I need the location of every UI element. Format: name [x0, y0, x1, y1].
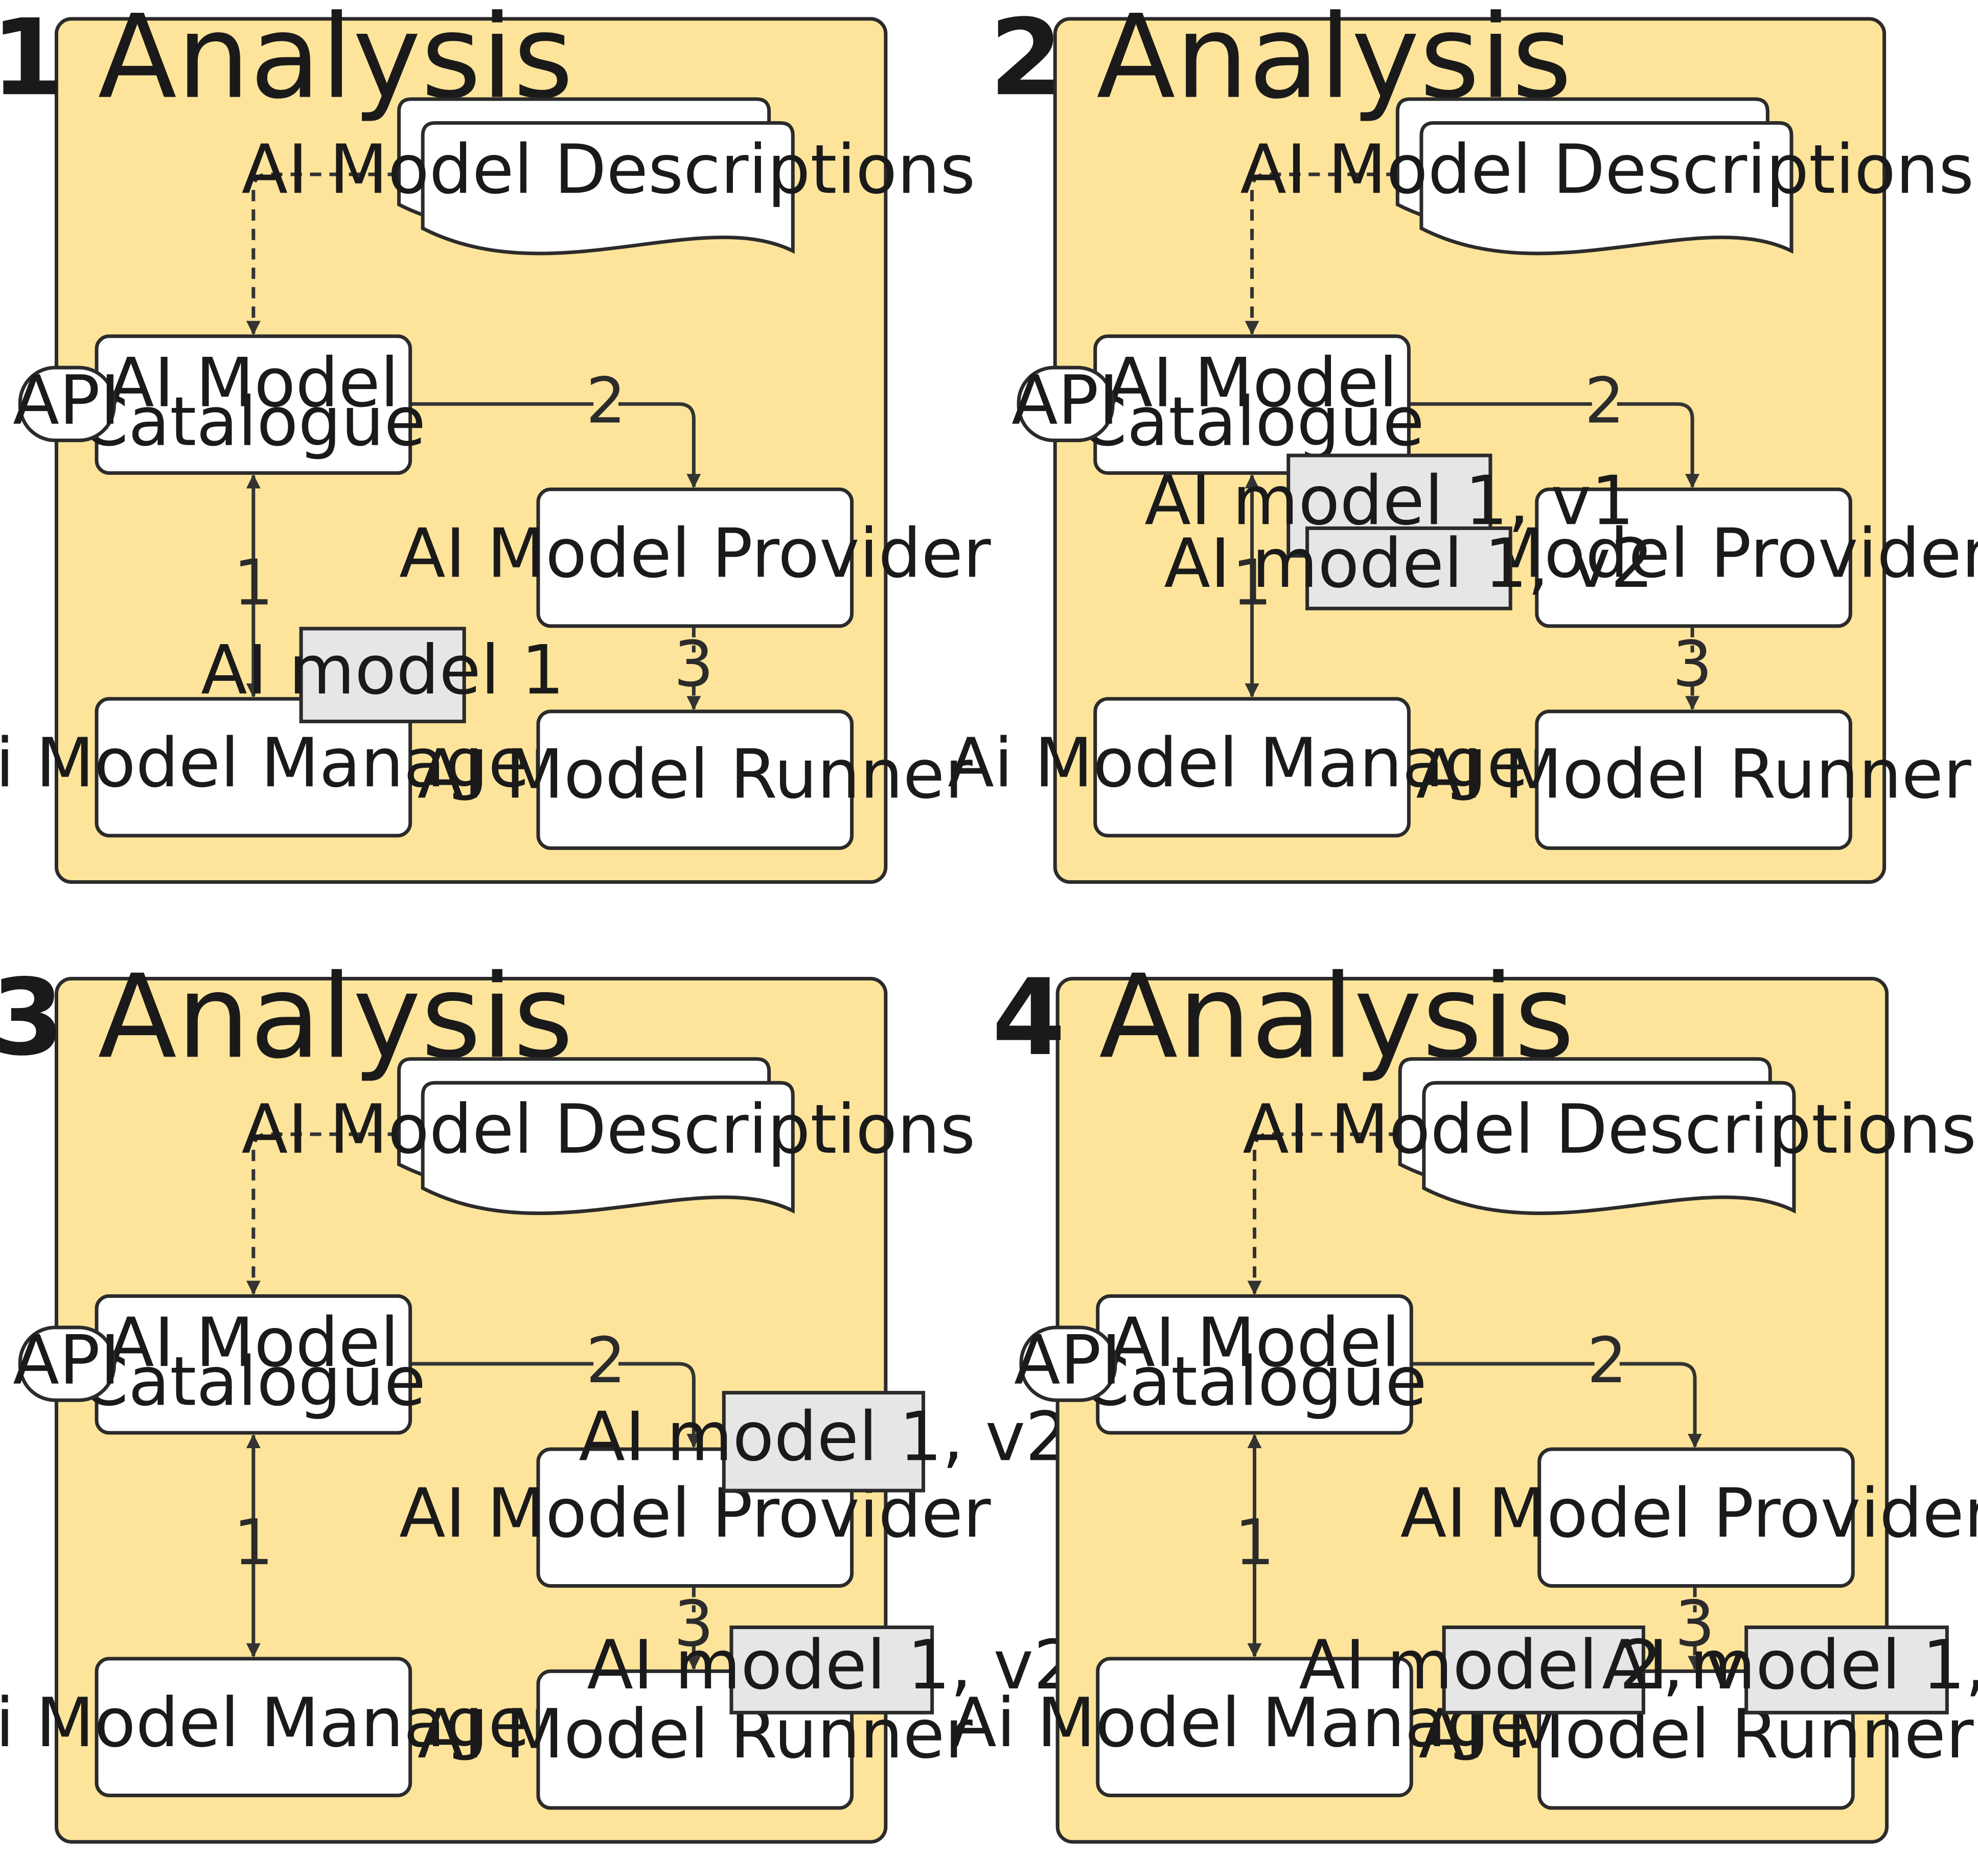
edge-label-1: 1 — [1234, 1506, 1274, 1579]
panel-number: 1 — [0, 0, 64, 119]
manager-node[interactable] — [1098, 1659, 1412, 1796]
runner-label: AI Model Runner — [418, 735, 973, 814]
edge-label-3: 3 — [674, 1588, 714, 1661]
manager-label: Ai Model Manager — [0, 724, 558, 803]
model-tag[interactable] — [724, 1392, 923, 1490]
provider-node[interactable] — [538, 489, 852, 626]
edge-label-2-backing — [593, 1348, 619, 1379]
edge-label-3-backing — [1682, 1612, 1708, 1642]
edge-label-2: 2 — [1587, 1324, 1627, 1397]
manager-label: Ai Model Manager — [0, 1684, 558, 1763]
edge-label-3-backing — [1680, 652, 1705, 683]
manager-node[interactable] — [1095, 699, 1409, 836]
edge-label-3: 3 — [1675, 1588, 1715, 1661]
descriptions-label: AI Model Descriptions — [242, 1090, 976, 1169]
provider-label: AI Model Provider — [1400, 1474, 1978, 1553]
model-tag-label: AI model 1, v2 — [587, 1626, 1076, 1705]
runner-node[interactable] — [538, 712, 852, 849]
panel-number: 2 — [990, 0, 1063, 119]
api-node[interactable] — [20, 368, 114, 440]
api-node[interactable] — [20, 1328, 114, 1400]
catalogue-label-line2: Catalogue — [81, 1342, 426, 1421]
catalogue-label-line1: AI Model — [1109, 1303, 1400, 1382]
edge-descriptions-to-catalogue — [1234, 174, 1398, 337]
api-label: API — [13, 361, 120, 440]
edge-label-2-backing — [593, 388, 619, 419]
provider-node[interactable] — [1537, 489, 1851, 626]
model-tag[interactable] — [1307, 528, 1511, 608]
edge-label-1: 1 — [234, 1506, 273, 1579]
edge-label-1-backing — [241, 570, 266, 601]
edge-label-3-backing — [681, 652, 706, 683]
manager-node[interactable] — [97, 699, 410, 836]
descriptions-label: AI Model Descriptions — [242, 130, 976, 209]
model-tag[interactable] — [1444, 1627, 1643, 1712]
api-node[interactable] — [1019, 368, 1113, 440]
provider-label: AI Model Provider — [399, 514, 991, 593]
edge-label-1-backing — [1241, 1530, 1268, 1561]
edge-label-2: 2 — [1584, 364, 1624, 437]
model-tag[interactable] — [1746, 1627, 1947, 1712]
catalogue-label-line2: Catalogue — [1079, 383, 1424, 462]
model-tag-label: AI model 1, v2 — [1602, 1626, 1978, 1705]
api-label: API — [1014, 1321, 1121, 1400]
manager-label: Ai Model Manager — [948, 724, 1556, 803]
edge-label-1-backing — [1239, 570, 1265, 601]
edge-descriptions-to-catalogue — [236, 1134, 399, 1297]
catalogue-label-line2: Catalogue — [1082, 1342, 1427, 1421]
model-tag[interactable] — [301, 629, 464, 722]
edge-label-1: 1 — [1232, 546, 1272, 619]
catalogue-label-line1: AI Model — [108, 344, 399, 423]
manager-node[interactable] — [97, 1659, 410, 1796]
edge-2-catalogue-to-provider — [1411, 1364, 1713, 1450]
descriptions-label: AI Model Descriptions — [1243, 1090, 1976, 1169]
provider-node[interactable] — [1539, 1449, 1853, 1586]
descriptions-doc-front — [1421, 123, 1791, 254]
edge-label-2-backing — [1592, 388, 1617, 419]
edge-descriptions-to-catalogue — [1237, 1134, 1400, 1297]
edge-2-catalogue-to-provider — [410, 404, 711, 491]
edge-descriptions-to-catalogue — [236, 174, 399, 337]
edge-label-2: 2 — [586, 1324, 626, 1397]
runner-node[interactable] — [1537, 712, 1851, 849]
descriptions-doc-front — [423, 1083, 793, 1213]
edge-2-catalogue-to-provider — [1409, 404, 1710, 491]
descriptions-doc-front — [1424, 1083, 1794, 1213]
edge-2-catalogue-to-provider — [410, 1364, 711, 1450]
edge-label-1: 1 — [234, 546, 273, 619]
model-tag-label: AI model 1, v2 — [1164, 524, 1653, 603]
panel-number: 4 — [992, 956, 1065, 1079]
api-label: API — [13, 1321, 120, 1400]
edge-label-3: 3 — [674, 628, 714, 701]
catalogue-label-line1: AI Model — [1107, 344, 1398, 423]
model-tag-label: AI model 2, v3 — [1299, 1626, 1788, 1705]
model-tag[interactable] — [731, 1627, 932, 1712]
descriptions-label: AI Model Descriptions — [1240, 130, 1974, 209]
runner-label: AI Model Runner — [1416, 735, 1972, 814]
descriptions-doc-front — [423, 123, 793, 254]
edge-label-3: 3 — [1672, 628, 1712, 701]
catalogue-label-line1: AI Model — [108, 1303, 399, 1382]
model-tag-label: AI model 1, v2 — [579, 1398, 1068, 1476]
edge-label-2: 2 — [586, 364, 626, 437]
edge-label-3-backing — [681, 1612, 706, 1642]
catalogue-label-line2: Catalogue — [81, 383, 426, 462]
edge-label-1-backing — [241, 1530, 266, 1561]
panel-number: 3 — [0, 956, 64, 1079]
api-label: API — [1011, 361, 1119, 440]
api-node[interactable] — [1021, 1328, 1115, 1400]
model-tag-label: AI model 1 — [201, 631, 564, 710]
edge-label-2-backing — [1594, 1348, 1620, 1379]
